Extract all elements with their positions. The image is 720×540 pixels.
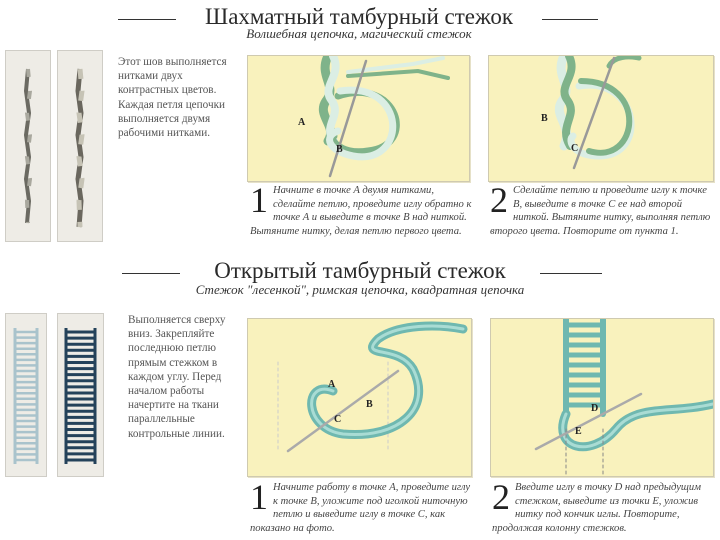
step-text: Начните работу в точке A, проведите иглу… — [250, 482, 471, 534]
illustration-step1: A B — [247, 55, 470, 182]
section2-subtitle: Стежок "лесенкой", римская цепочка, квад… — [195, 282, 525, 297]
title-rule-right — [542, 19, 598, 20]
section1-subtitle: Волшебная цепочка, магический стежок — [246, 26, 472, 41]
step-number: 1 — [250, 180, 268, 220]
section2-description: Выполняется сверху вниз. Закрепляйте пос… — [128, 314, 226, 440]
label-c: C — [334, 414, 341, 425]
label-b: B — [541, 113, 548, 124]
step-text: Сделайте петлю и проведите иглу к точке … — [490, 185, 711, 237]
step-number: 1 — [250, 477, 268, 517]
section1-description: Этот шов выполняется нитками двух контра… — [118, 56, 227, 140]
label-a: A — [328, 379, 336, 390]
illustration-step4: D E — [490, 318, 714, 477]
label-b: B — [366, 399, 373, 410]
sample-checkered-chain-2 — [57, 50, 103, 242]
step-text: Начните в точке A двумя нитками, сделайт… — [250, 185, 472, 237]
label-a: A — [298, 117, 306, 128]
step-number: 2 — [492, 477, 510, 517]
label-e: E — [575, 426, 582, 437]
step-text: Введите иглу в точку D над предыдущим ст… — [492, 482, 701, 534]
title-rule-right — [540, 273, 602, 274]
illustration-step2: B C — [488, 55, 714, 182]
sample-checkered-chain-1 — [5, 50, 51, 242]
step-number: 2 — [490, 180, 508, 220]
section2-title: Открытый тамбурный стежок — [214, 258, 506, 283]
sample-open-chain-light — [5, 313, 47, 477]
title-rule-left — [118, 19, 176, 20]
illustration-step3: A B C — [247, 318, 472, 477]
title-rule-left — [122, 273, 180, 274]
section1-title: Шахматный тамбурный стежок — [205, 4, 513, 29]
label-d: D — [591, 403, 598, 414]
label-c: C — [571, 143, 578, 154]
label-b: B — [336, 144, 343, 155]
sample-open-chain-dark — [57, 313, 104, 477]
